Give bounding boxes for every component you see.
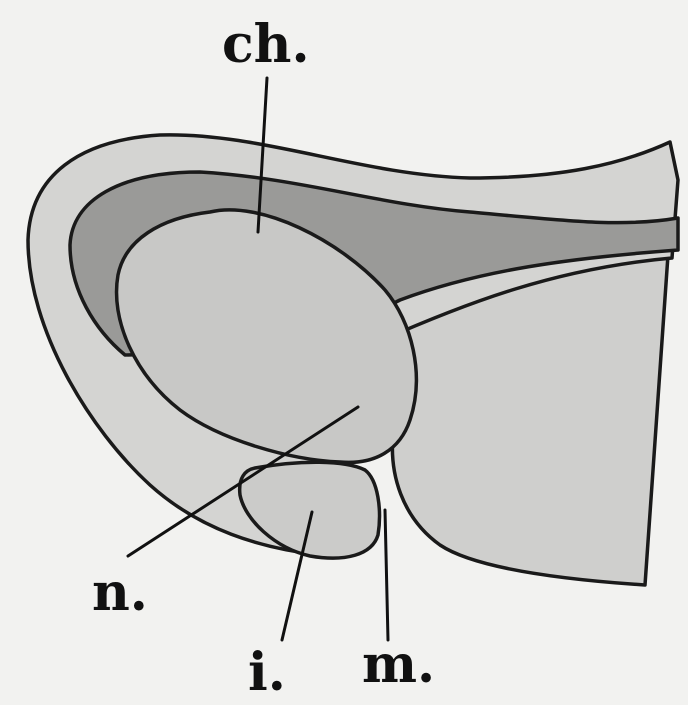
label-n: n. [92,562,148,623]
label-i: i. [248,642,286,703]
leader-m [385,510,388,640]
label-ch: ch. [222,14,310,75]
label-m: m. [362,634,435,695]
